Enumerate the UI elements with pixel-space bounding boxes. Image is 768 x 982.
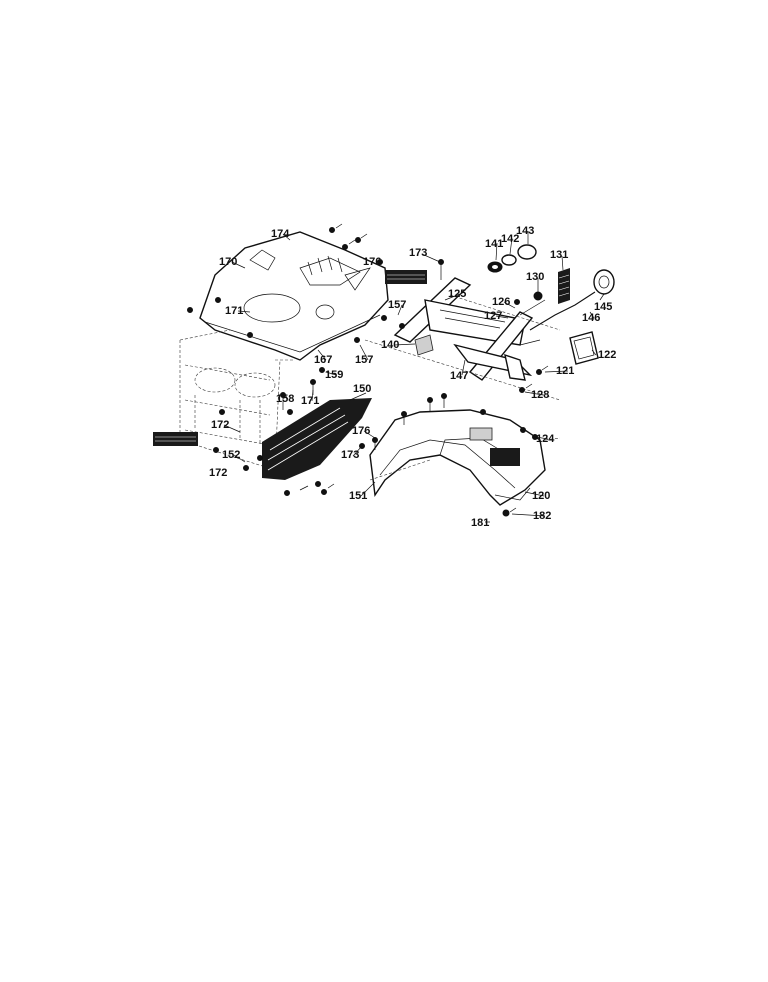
callout-151: 151	[349, 490, 367, 502]
callout-124: 124	[536, 433, 555, 445]
engine-outline	[179, 329, 295, 471]
callout-140: 140	[381, 339, 399, 351]
spring-131	[558, 268, 570, 304]
callout-146: 146	[582, 312, 600, 324]
callout-130: 130	[526, 271, 544, 283]
callout-170: 170	[219, 256, 237, 268]
callout-159: 159	[325, 369, 343, 381]
engine-shroud	[199, 231, 389, 361]
callout-173: 173	[341, 449, 359, 461]
bracket-122	[569, 331, 599, 365]
washer-142	[501, 254, 517, 266]
callout-147: 147	[450, 370, 468, 382]
callout-181: 181	[471, 517, 489, 529]
handle-frame	[364, 277, 561, 401]
callout-127: 127	[484, 310, 502, 322]
decal-block-left	[153, 432, 198, 446]
callout-157: 157	[388, 299, 406, 311]
hardware	[187, 223, 549, 517]
callout-176: 176	[352, 425, 370, 437]
callout-128: 128	[531, 389, 549, 401]
callout-120: 120	[532, 490, 550, 502]
decal-block-top	[385, 270, 427, 284]
callout-173: 173	[409, 247, 427, 259]
callout-158: 158	[276, 393, 294, 405]
callout-157: 157	[355, 354, 373, 366]
callout-174: 174	[271, 228, 290, 240]
callout-172: 172	[209, 467, 227, 479]
callout-150: 150	[353, 383, 371, 395]
cylinder-140	[414, 334, 434, 356]
knob-145	[593, 269, 615, 295]
callout-142: 142	[501, 233, 519, 245]
washer-143	[517, 244, 537, 260]
leader-lines	[223, 231, 605, 523]
cable-146	[529, 291, 596, 331]
callout-171: 171	[225, 305, 243, 317]
small-parts	[414, 244, 615, 365]
callout-126: 126	[492, 296, 510, 308]
belt-guard	[262, 398, 372, 480]
callout-122: 122	[598, 349, 616, 361]
callout-176: 176	[363, 256, 381, 268]
callout-172: 172	[211, 419, 229, 431]
nut-130	[533, 291, 543, 301]
callout-145: 145	[594, 301, 612, 313]
callout-131: 131	[550, 249, 568, 261]
callout-171: 171	[301, 395, 319, 407]
callout-143: 143	[516, 225, 534, 237]
callout-141: 141	[485, 238, 503, 250]
chute-base	[369, 409, 561, 506]
callout-125: 125	[448, 288, 466, 300]
callout-labels: 174 170 171 176 173 157 157 167 159 171 …	[209, 225, 616, 529]
callout-152: 152	[222, 449, 240, 461]
callout-167: 167	[314, 354, 332, 366]
